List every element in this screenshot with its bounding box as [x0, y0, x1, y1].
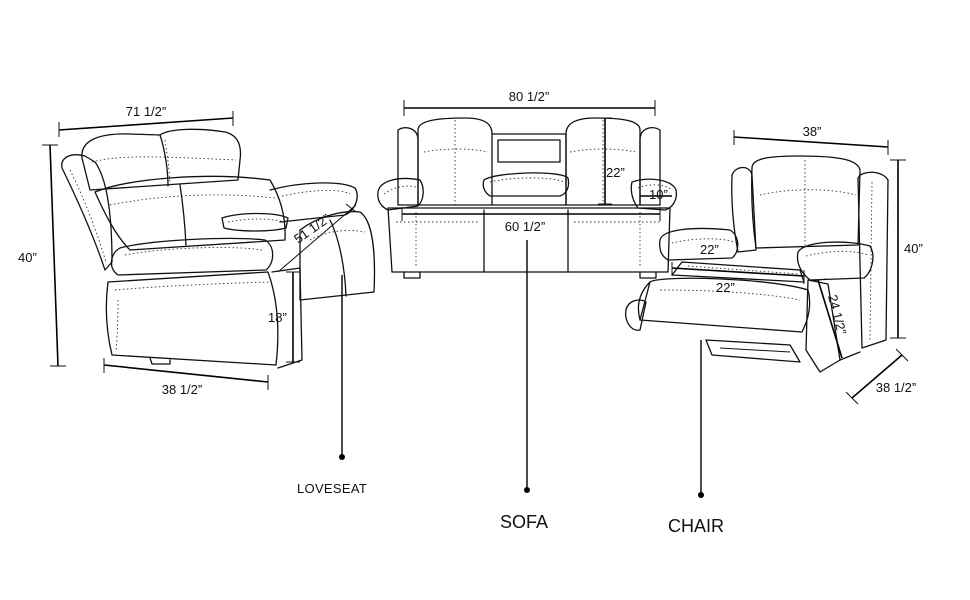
loveseat-arm-height-label: 18” — [268, 310, 287, 325]
sofa-back-height-label: 22” — [606, 165, 625, 180]
leader-lines — [339, 240, 704, 498]
sofa-drawing — [377, 117, 678, 279]
sofa-width-label: 80 1/2” — [509, 89, 549, 104]
sofa-seat-width-label: 60 1/2” — [505, 219, 545, 234]
chair-height-label: 40” — [904, 241, 923, 256]
loveseat-height-label: 40” — [18, 250, 37, 265]
loveseat-width-label: 71 1/2” — [126, 104, 166, 119]
loveseat-dimension-lines — [42, 111, 269, 390]
loveseat-depth-label: 38 1/2” — [162, 382, 202, 397]
chair-depth-label: 38 1/2” — [876, 380, 916, 395]
sofa-arm-width-label: 10” — [649, 187, 668, 202]
chair-seat-depth-label: 22” — [716, 280, 735, 295]
chair-width-label: 38” — [803, 124, 822, 139]
sofa-label: SOFA — [500, 512, 548, 532]
chair-drawing — [625, 155, 889, 373]
loveseat-label: LOVESEAT — [297, 481, 367, 496]
loveseat-reclined-depth-label: 51 1/2” — [291, 211, 333, 247]
loveseat-drawing — [61, 128, 376, 369]
chair-seat-width-label: 22” — [700, 242, 719, 257]
chair-label: CHAIR — [668, 516, 724, 536]
chair-dimension-lines — [733, 130, 909, 405]
sofa-dimension-lines — [403, 100, 656, 116]
